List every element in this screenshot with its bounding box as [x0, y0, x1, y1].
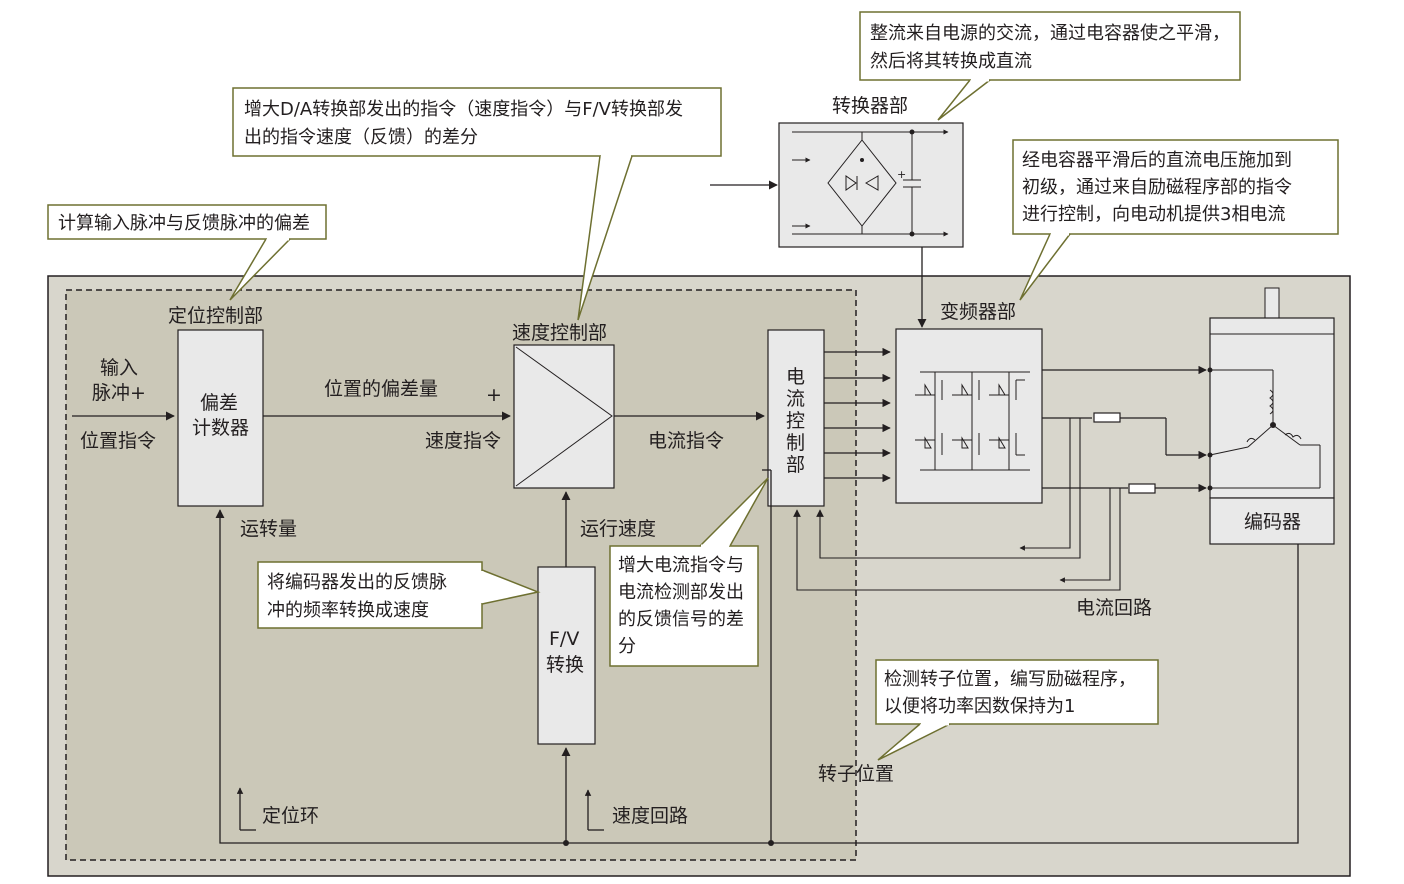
converter-block: + — [778, 122, 964, 248]
speed-control-title: 速度控制部 — [512, 322, 607, 344]
fv-converter-block — [537, 566, 596, 745]
speed-command-label: 速度指令 — [425, 430, 501, 452]
inverter-title: 变频器部 — [940, 301, 1016, 323]
fv-label-line1: F/V — [549, 628, 579, 650]
deviation-counter-line2: 计数器 — [192, 417, 249, 439]
current-control-block — [767, 329, 825, 507]
deviation-counter-line1: 偏差 — [200, 392, 238, 414]
svg-text:增大电流指令与: 增大电流指令与 — [618, 555, 744, 576]
converter-title: 转换器部 — [832, 95, 908, 117]
input-pulse-line1: 输入 — [100, 357, 138, 379]
speed-loop-label: 速度回路 — [612, 805, 688, 827]
svg-text:检测转子位置，编写励磁程序，: 检测转子位置，编写励磁程序， — [884, 669, 1136, 690]
svg-text:分: 分 — [618, 636, 636, 657]
callout-encoder: 检测转子位置，编写励磁程序， 以便将功率因数保持为1 — [875, 659, 1159, 761]
running-speed-label: 运行速度 — [580, 518, 656, 540]
svg-text:初级，通过来自励磁程序部的指令: 初级，通过来自励磁程序部的指令 — [1022, 177, 1292, 198]
svg-text:计算输入脉冲与反馈脉冲的偏差: 计算输入脉冲与反馈脉冲的偏差 — [58, 213, 310, 234]
svg-text:进行控制，向电动机提供3相电流: 进行控制，向电动机提供3相电流 — [1022, 204, 1285, 225]
callout-converter: 整流来自电源的交流，通过电容器使之平滑， 然后将其转换成直流 — [859, 11, 1241, 121]
positioning-loop-label: 定位环 — [262, 805, 319, 827]
current-loop-label: 电流回路 — [1076, 597, 1152, 619]
svg-text:增大D/A转换部发出的指令（速度指令）与F/V转换部发: 增大D/A转换部发出的指令（速度指令）与F/V转换部发 — [244, 99, 683, 120]
speed-control-block — [513, 344, 615, 489]
svg-text:以便将功率因数保持为1: 以便将功率因数保持为1 — [884, 696, 1075, 717]
callout-speed-control: 增大D/A转换部发出的指令（速度指令）与F/V转换部发 出的指令速度（反馈）的差… — [232, 87, 722, 321]
current-command-label: 电流指令 — [648, 430, 724, 452]
svg-text:然后将其转换成直流: 然后将其转换成直流 — [870, 51, 1032, 72]
motor-block — [1207, 287, 1335, 499]
callout-fv-converter: 将编码器发出的反馈脉 冲的频率转换成速度 — [257, 561, 541, 629]
current-control-char: 控 — [786, 410, 805, 432]
encoder-block — [1209, 497, 1335, 545]
input-pulse-line2: 脉冲+ — [92, 382, 146, 404]
position-command-label: 位置指令 — [80, 430, 156, 452]
svg-text:冲的频率转换成速度: 冲的频率转换成速度 — [267, 600, 429, 621]
deviation-counter-block — [177, 329, 264, 507]
svg-text:+: + — [897, 168, 906, 181]
fv-label-line2: 转换 — [546, 654, 584, 676]
amplifier-triangle — [515, 346, 613, 487]
callout-position-deviation: 计算输入脉冲与反馈脉冲的偏差 — [47, 204, 327, 301]
inverter-block — [895, 328, 1043, 504]
current-control-char: 电 — [786, 366, 805, 388]
svg-text:的反馈信号的差: 的反馈信号的差 — [618, 609, 744, 630]
current-control-char: 流 — [786, 388, 805, 410]
position-deviation-label: 位置的偏差量 — [324, 378, 438, 400]
plus-sign-label: + — [486, 384, 502, 406]
current-control-char: 制 — [786, 432, 805, 454]
current-control-char: 部 — [786, 454, 805, 476]
encoder-label: 编码器 — [1244, 511, 1301, 533]
callout-inverter: 经电容器平滑后的直流电压施加到 初级，通过来自励磁程序部的指令 进行控制，向电动… — [1012, 139, 1339, 301]
svg-text:将编码器发出的反馈脉: 将编码器发出的反馈脉 — [267, 572, 447, 593]
travel-amount-label: 运转量 — [240, 518, 297, 540]
svg-text:经电容器平滑后的直流电压施加到: 经电容器平滑后的直流电压施加到 — [1022, 150, 1292, 171]
rotor-position-label: 转子位置 — [818, 763, 894, 785]
svg-text:出的指令速度（反馈）的差分: 出的指令速度（反馈）的差分 — [244, 127, 478, 148]
callout-current-control: 增大电流指令与 电流检测部发出 的反馈信号的差 分 — [609, 477, 769, 667]
position-control-title: 定位控制部 — [168, 305, 263, 327]
svg-text:电流检测部发出: 电流检测部发出 — [618, 582, 744, 603]
svg-text:整流来自电源的交流，通过电容器使之平滑，: 整流来自电源的交流，通过电容器使之平滑， — [870, 23, 1230, 44]
